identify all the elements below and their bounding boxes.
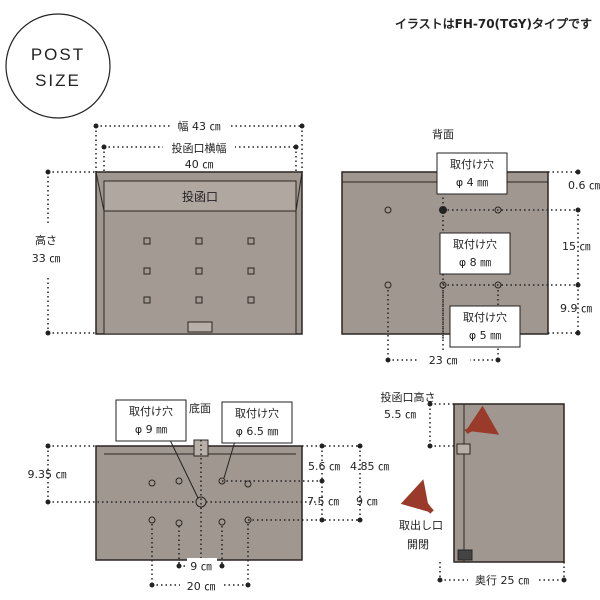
svg-text:φ 8 ㎜: φ 8 ㎜ [459, 256, 491, 269]
callout-hole-4mm: 取付け穴 φ 4 ㎜ [436, 152, 508, 195]
door-open-arrow-icon [400, 479, 434, 514]
back-title: 背面 [432, 127, 454, 141]
badge-line1: POST [31, 45, 85, 64]
front-slot-label: 投函口 [182, 189, 218, 204]
callout-hole-5mm: 取付け穴 φ 5 ㎜ [449, 305, 521, 348]
front-height-label: 高さ [35, 233, 57, 247]
svg-text:φ 9 ㎜: φ 9 ㎜ [135, 423, 167, 436]
side-slot-height-value: 5.5 ㎝ [384, 408, 416, 421]
svg-text:取付け穴: 取付け穴 [129, 404, 173, 418]
bottom-view: 底面 [28, 399, 389, 593]
bottom-dim-c: 7.5 ㎝ [307, 495, 339, 508]
side-open-close-label: 開閉 [407, 538, 429, 551]
front-width-label: 幅 43 ㎝ [178, 120, 221, 133]
slot-arrow-icon [464, 405, 500, 435]
bottom-dim-a: 5.6 ㎝ [308, 460, 340, 473]
back-dim-width: 23 ㎝ [429, 354, 458, 367]
svg-text:φ 6.5 ㎜: φ 6.5 ㎜ [236, 425, 279, 438]
bottom-dim-d: 9 ㎝ [356, 495, 378, 508]
svg-text:取付け穴: 取付け穴 [453, 237, 497, 251]
back-dim-mid: 15 ㎝ [562, 240, 591, 253]
post-size-badge: POST SIZE [5, 13, 111, 119]
bottom-dim-left: 9.35 ㎝ [28, 468, 67, 481]
back-dim-bottom: 9.9 ㎝ [560, 302, 592, 315]
illustration-note: イラストはFH-70(TGY)タイプです [395, 16, 592, 31]
svg-text:取付け穴: 取付け穴 [463, 310, 507, 324]
front-slot-width-value: 40 ㎝ [185, 158, 214, 171]
front-height-value: 33 ㎝ [32, 252, 61, 265]
side-depth-label: 奥行 25 ㎝ [475, 573, 529, 587]
front-slot-width-label: 投函口横幅 [172, 141, 227, 155]
side-slot-height-label: 投函口高さ [381, 390, 436, 404]
front-view: 幅 43 ㎝ 投函口横幅 40 ㎝ 高さ 33 ㎝ 投函口 [32, 118, 305, 336]
callout-hole-8mm: 取付け穴 φ 8 ㎜ [439, 232, 511, 275]
bottom-dim-b: 4.85 ㎝ [350, 460, 389, 473]
bottom-title: 底面 [189, 401, 211, 415]
callout-hole-9mm: 取付け穴 φ 9 ㎜ [115, 399, 199, 499]
side-view: 投函口高さ 5.5 ㎝ 取出し口 開閉 奥行 25 ㎝ [381, 390, 567, 587]
svg-text:φ 4 ㎜: φ 4 ㎜ [456, 176, 488, 189]
svg-text:取付け穴: 取付け穴 [450, 157, 494, 171]
side-takeout-label: 取出し口 [399, 518, 443, 532]
back-dim-top: 0.6 ㎝ [568, 179, 600, 192]
callout-hole-6-5mm: 取付け穴 φ 6.5 ㎜ [221, 401, 293, 479]
badge-line2: SIZE [35, 71, 81, 90]
bottom-dim-f: 20 ㎝ [187, 580, 216, 593]
bottom-dim-e: 9 ㎝ [190, 560, 212, 573]
svg-text:φ 5 ㎜: φ 5 ㎜ [469, 329, 501, 342]
svg-text:取付け穴: 取付け穴 [235, 406, 279, 420]
back-view: 背面 0.6 ㎝ 15 ㎝ 9.9 ㎝ [341, 127, 600, 367]
